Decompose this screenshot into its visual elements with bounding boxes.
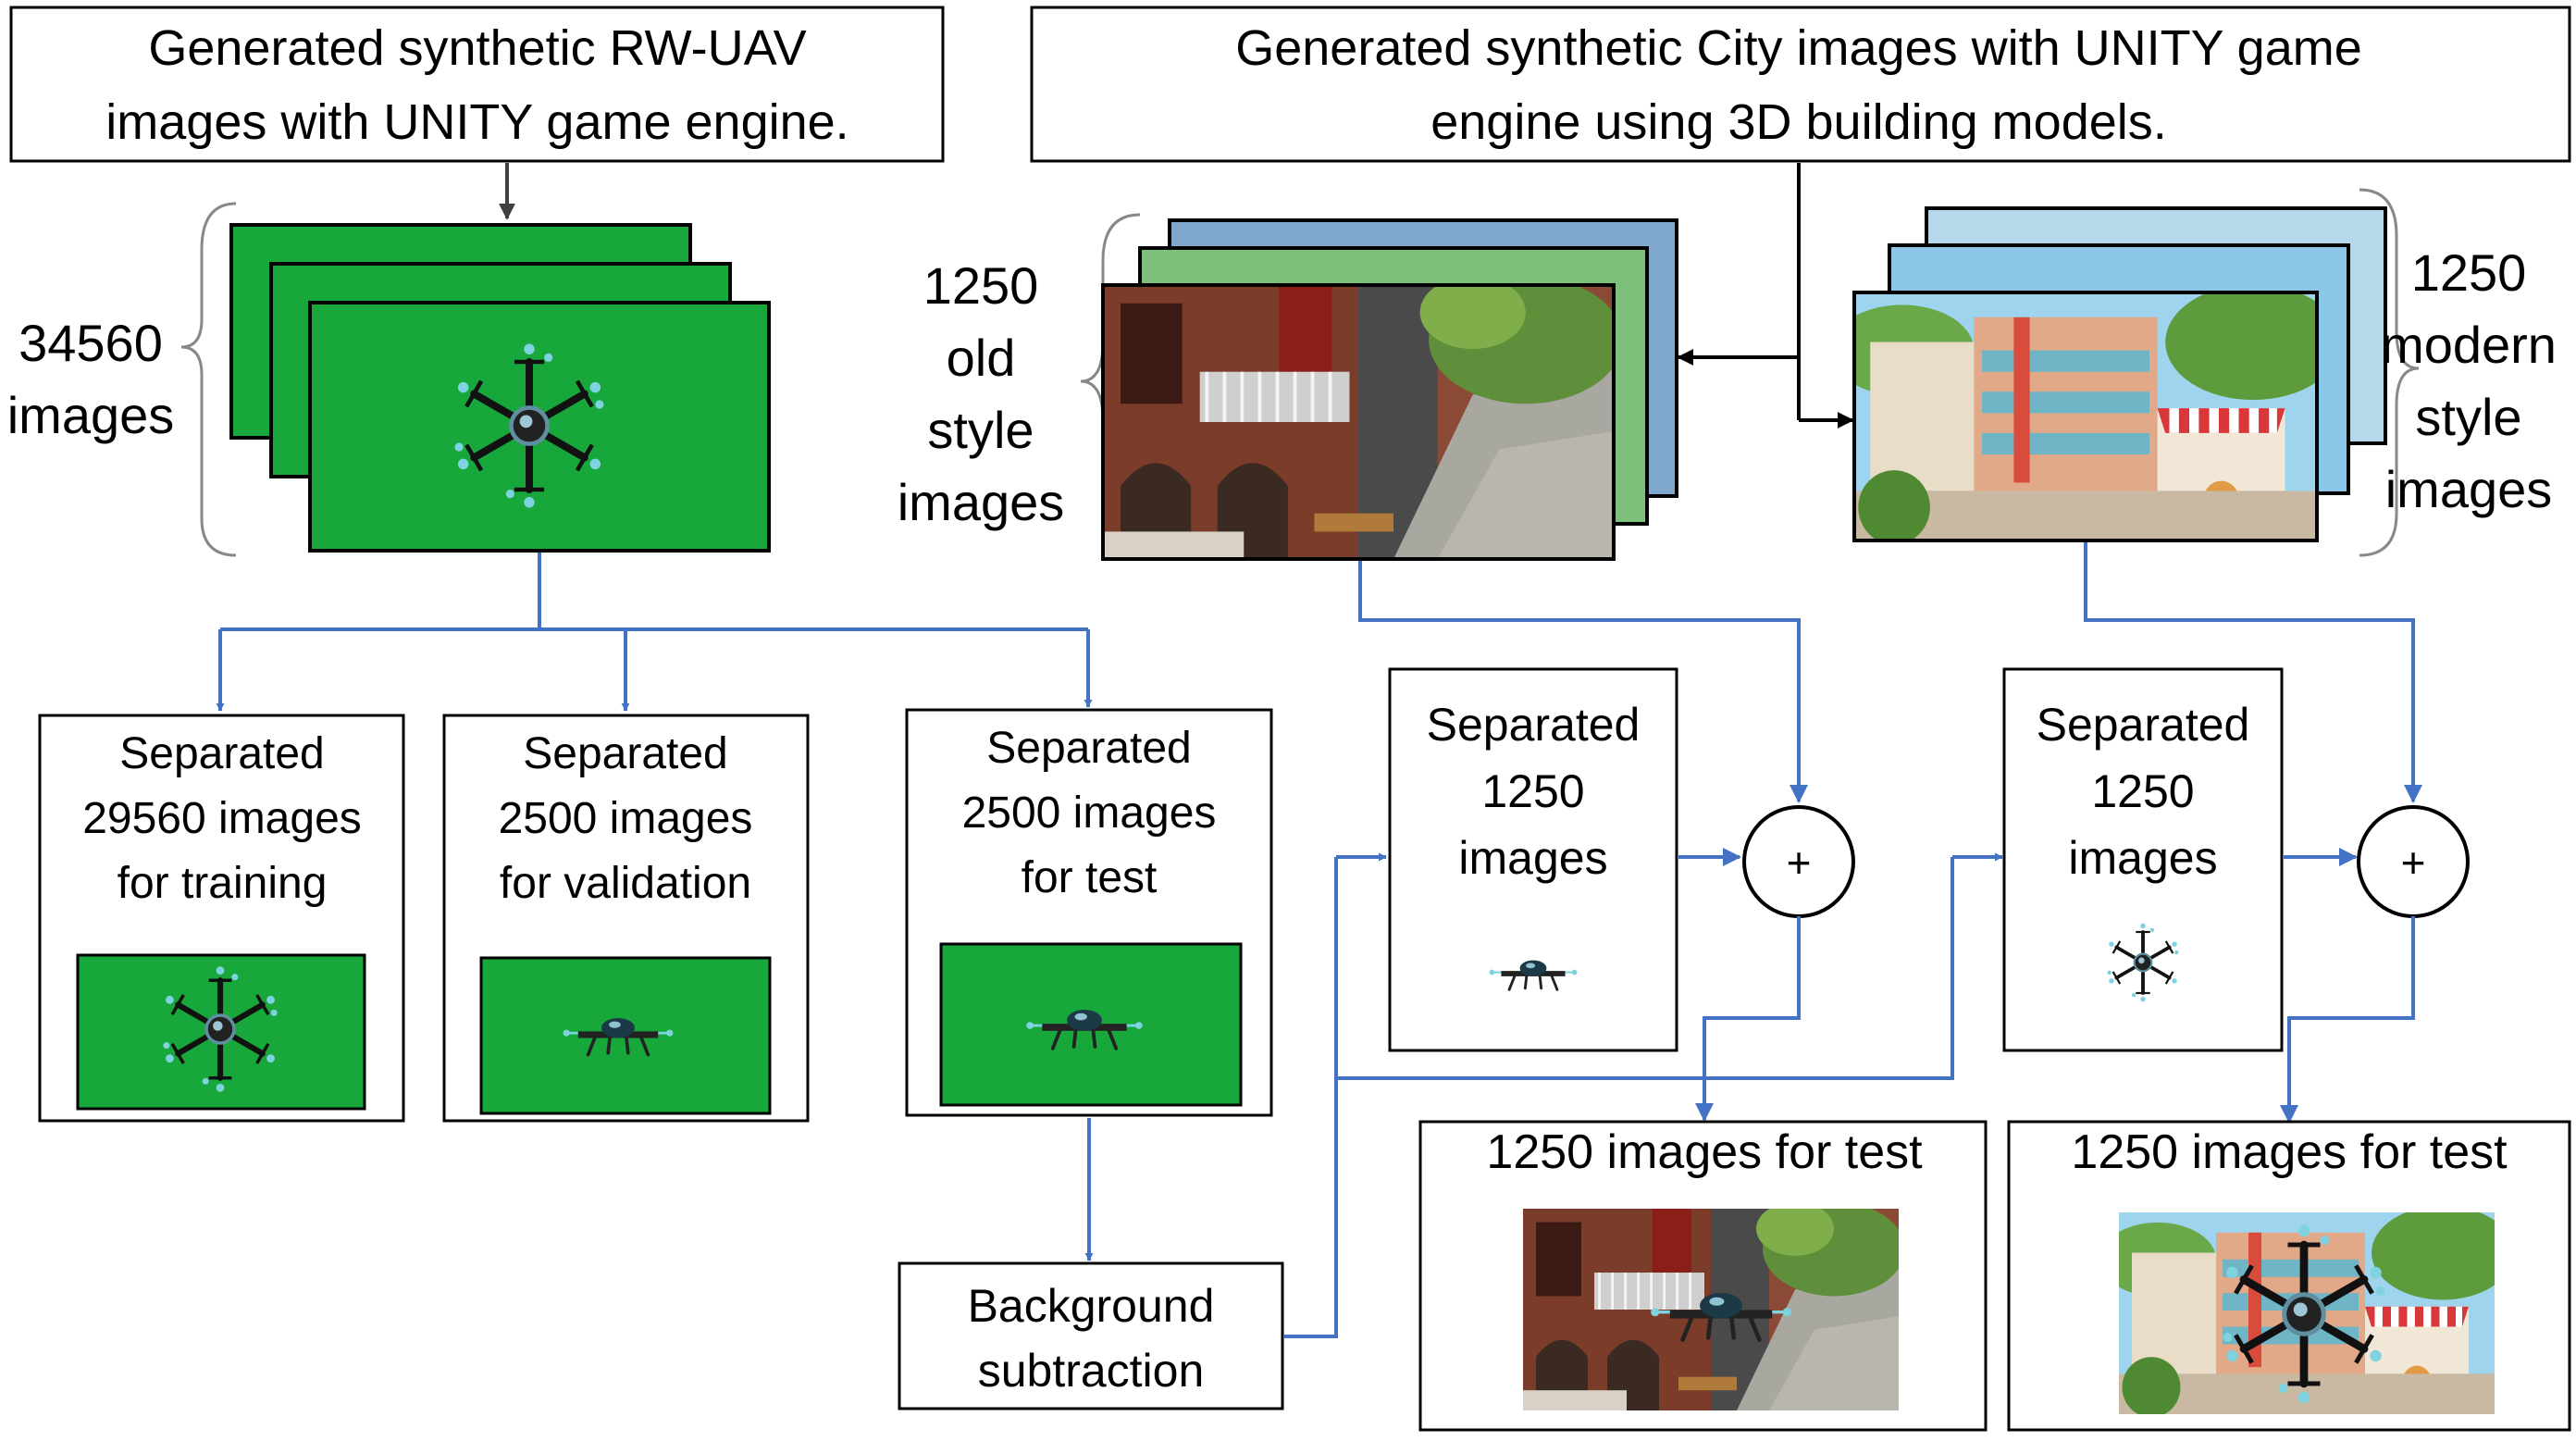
test-box-line2: 2500 images <box>962 789 1217 838</box>
old-city-to-plus-connector <box>1358 561 1808 803</box>
drone-stack-unit: images <box>7 386 175 444</box>
old-stack-word-old: old <box>947 329 1016 387</box>
city-source-box <box>1030 6 2571 163</box>
plus-modern-to-result-connector <box>2280 916 2415 1124</box>
old-stack-word-style: style <box>927 401 1034 459</box>
drone-stack-brace <box>180 202 237 557</box>
modern-stack-word-images: images <box>2385 460 2553 518</box>
uav-source-box <box>9 6 945 163</box>
uav-source-title-line1: Generated synthetic RW-UAV <box>148 20 806 76</box>
modern-stack-count: 1250 <box>2411 243 2527 302</box>
result-modern-title: 1250 images for test <box>2071 1125 2508 1179</box>
test-box-line3: for test <box>1022 853 1158 902</box>
modern-stack-word-modern: modern <box>2381 316 2557 374</box>
background-subtraction-line1: Background <box>968 1280 1215 1332</box>
old-stack-word-images: images <box>898 473 1065 531</box>
uav-source-title-line2: images with UNITY game engine. <box>105 94 848 150</box>
plus-old-to-result-connector <box>1695 916 1801 1122</box>
test-box-line1: Separated <box>986 724 1192 773</box>
old-style-building-scene <box>1101 283 1616 561</box>
separated-modern-line2: 1250 <box>2091 765 2194 817</box>
separated-modern-line3: images <box>2068 832 2217 884</box>
modern-style-building-scene <box>1852 291 2319 542</box>
city-source-connector <box>1677 163 1854 429</box>
validation-box-line1: Separated <box>523 729 728 778</box>
result-old-title: 1250 images for test <box>1486 1125 1923 1179</box>
drone-stack-count: 34560 <box>19 314 163 372</box>
training-box-line1: Separated <box>119 729 325 778</box>
old-stack-count: 1250 <box>923 256 1039 315</box>
drone-image-stack <box>229 223 771 553</box>
validation-box-line3: for validation <box>500 859 751 908</box>
background-output-connector <box>1283 852 2003 1338</box>
separated-old-box <box>1388 667 1678 1052</box>
city-source-title-line2: engine using 3D building models. <box>1430 94 2167 150</box>
modern-stack-brace <box>2359 188 2420 557</box>
modern-city-to-plus-connector <box>2084 542 2422 803</box>
background-subtraction-line2: subtraction <box>978 1345 1205 1397</box>
training-box-line2: 29560 images <box>82 794 362 843</box>
training-box-line3: for training <box>118 859 328 908</box>
separated-old-line3: images <box>1458 832 1607 884</box>
separated-old-line1: Separated <box>1427 699 1641 751</box>
separated-old-line2: 1250 <box>1481 765 1584 817</box>
city-source-title-line1: Generated synthetic City images with UNI… <box>1235 20 2362 76</box>
combine-old-plus-sign: + <box>1787 839 1812 887</box>
separated-modern-line1: Separated <box>2037 699 2250 751</box>
background-subtraction-box <box>898 1261 1284 1410</box>
validation-box-line2: 2500 images <box>499 794 753 843</box>
modern-stack-word-style: style <box>2415 388 2521 446</box>
combine-modern-plus-sign: + <box>2401 839 2426 887</box>
drone-split-connector <box>216 553 1093 712</box>
